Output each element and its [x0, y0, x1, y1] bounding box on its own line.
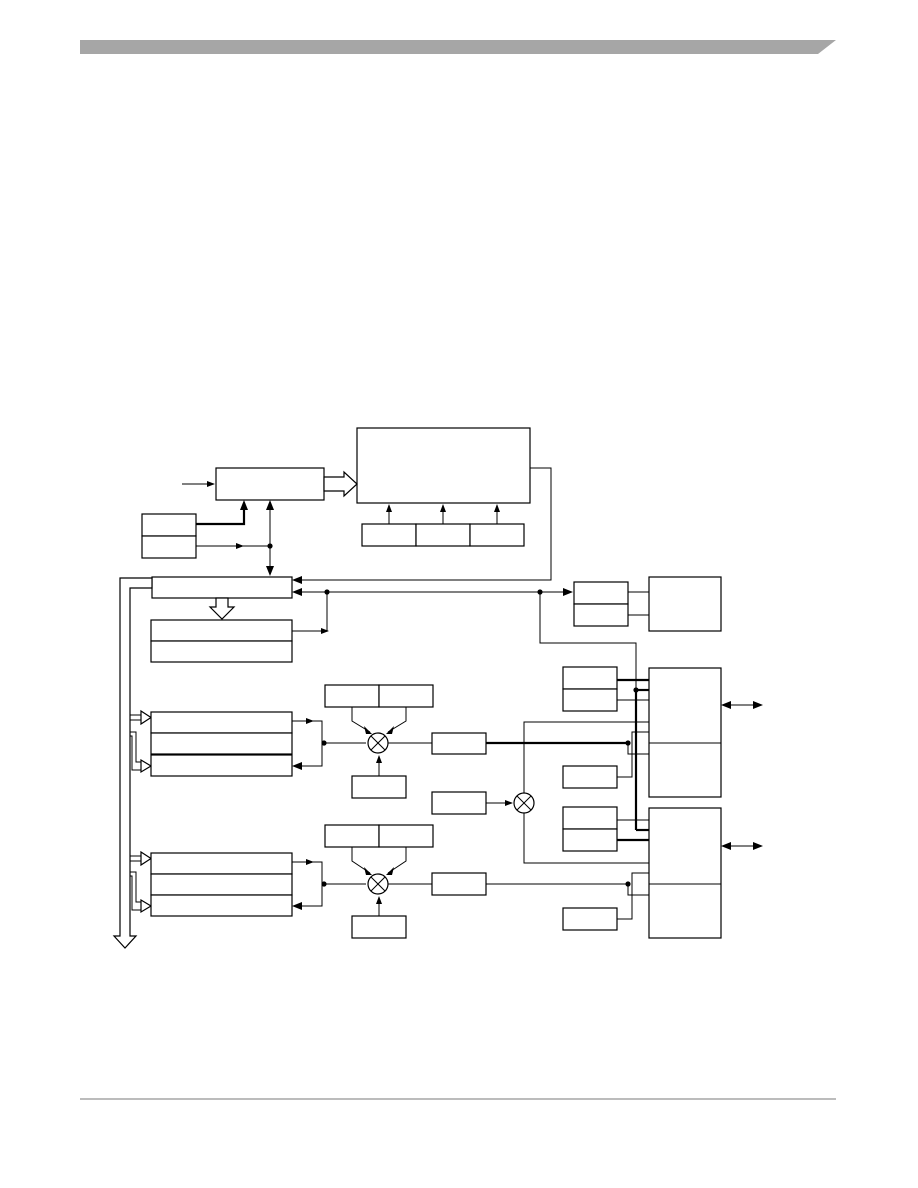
pin2-config-top	[562, 806, 618, 830]
register-field-3	[469, 523, 525, 547]
pin1-enable-block	[562, 765, 618, 789]
channel1-compare-top-right	[378, 684, 434, 708]
pin-control-block-2	[648, 807, 722, 939]
pin2-enable-block	[562, 907, 618, 931]
channel2-compare-bottom	[351, 915, 407, 939]
channel2-register-1	[150, 852, 293, 875]
bus-interface-block	[151, 576, 293, 599]
right-output-block	[648, 576, 722, 632]
channel2-output-block	[431, 872, 487, 896]
channel2-compare-top-right	[378, 824, 434, 848]
pin2-config-bottom	[562, 828, 618, 852]
channel2-register-3	[150, 894, 293, 917]
channel1-register-2	[150, 732, 293, 755]
channel2-compare-top-left	[324, 824, 380, 848]
channel1-register-1	[150, 711, 293, 734]
left-hollow-bus	[112, 577, 153, 949]
bus-down-arrow	[208, 597, 236, 620]
control-to-register-bus-arrow	[323, 470, 358, 498]
pin1-config-top	[562, 666, 618, 690]
counter-register-bottom	[150, 640, 293, 663]
channel1-compare-top-left	[324, 684, 380, 708]
channel1-bus-taps	[130, 709, 153, 774]
pin1-config-bottom	[562, 688, 618, 712]
channel2-bus-taps	[130, 850, 153, 914]
header-bar	[80, 40, 836, 54]
middle-input-block	[431, 791, 487, 815]
left-small-register-top	[141, 513, 197, 537]
register-field-1	[361, 523, 417, 547]
pin-control-block-1	[648, 667, 722, 798]
counter-register-top	[150, 619, 293, 642]
channel1-output-block	[431, 732, 487, 755]
control-block	[215, 467, 325, 501]
channel2-register-2	[150, 873, 293, 896]
right-register-bottom	[573, 603, 629, 627]
channel1-register-3	[150, 754, 293, 777]
left-small-register-bottom	[141, 535, 197, 559]
channel1-compare-bottom	[351, 775, 407, 799]
large-register-block	[356, 427, 531, 504]
register-field-2	[415, 523, 471, 547]
right-register-top	[573, 581, 629, 605]
